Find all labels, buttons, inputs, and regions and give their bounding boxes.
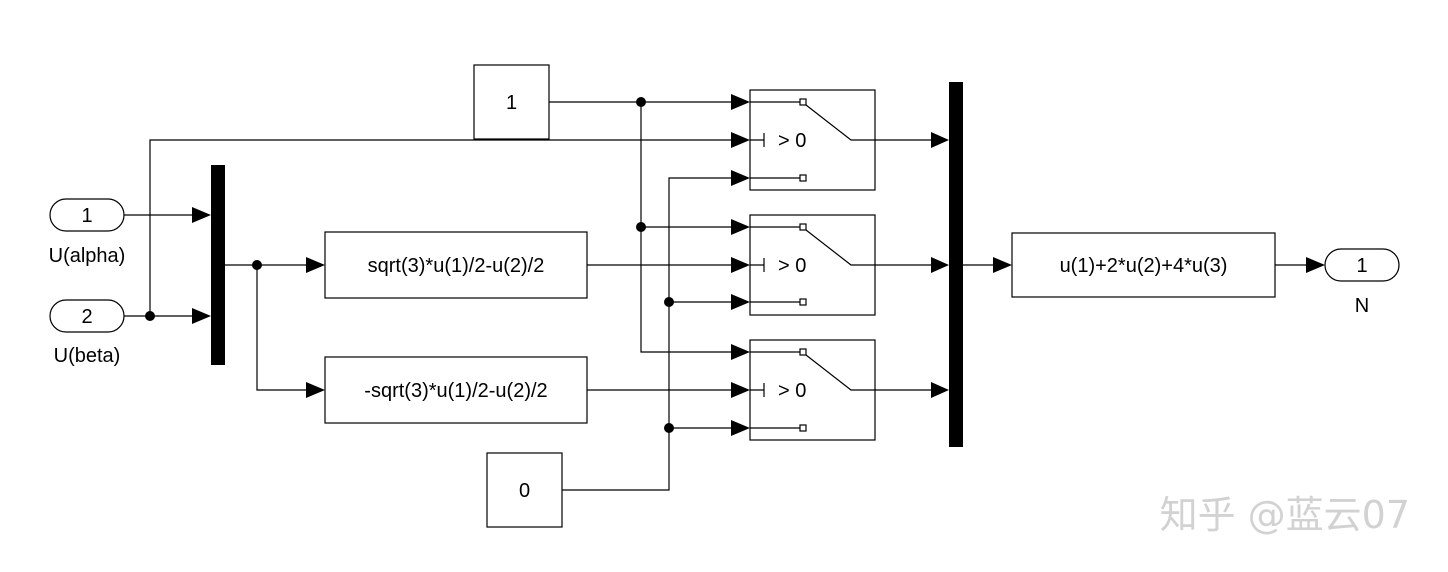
mux-sector-bar[interactable] xyxy=(949,82,963,447)
fcn-phase-b-frame[interactable] xyxy=(324,231,588,299)
switch-3-lever xyxy=(805,354,875,391)
arrow-mux-in2 xyxy=(192,308,211,324)
switch-3-block[interactable]: > 0 xyxy=(749,339,876,441)
fcn-sector-block[interactable]: u(1)+2*u(2)+4*u(3) xyxy=(1011,232,1276,298)
branch-point-ubeta xyxy=(145,311,155,321)
arrow-mux2-in3 xyxy=(931,382,949,398)
switch-1-bottom-contact xyxy=(799,174,807,182)
inport-2[interactable]: 2 U(beta) xyxy=(49,299,125,367)
switch-2-control-lead xyxy=(750,258,765,272)
constant-zero-block[interactable]: 0 xyxy=(486,452,563,528)
switch-1-threshold: > 0 xyxy=(778,130,806,152)
switch-1-top-contact xyxy=(799,98,807,106)
constant-zero-frame[interactable] xyxy=(486,452,563,528)
switch-1-control-lead xyxy=(750,133,765,147)
outport-1-signal-name: N xyxy=(1355,295,1369,317)
signal-lines xyxy=(124,101,1306,491)
constant-one-frame[interactable] xyxy=(473,64,550,140)
arrow-sw1-in1 xyxy=(731,94,750,110)
watermark: 知乎 @蓝云07 xyxy=(1160,493,1410,537)
switch-3-top-contact xyxy=(799,348,807,356)
arrow-sw3-in3 xyxy=(731,420,750,436)
outport-1-number: 1 xyxy=(1356,255,1367,277)
inport-1-signal-name: U(alpha) xyxy=(49,245,126,267)
wire-const1-bus xyxy=(640,102,731,353)
arrow-sw3-in1 xyxy=(731,344,750,360)
constant-one-block[interactable]: 1 xyxy=(473,64,550,140)
fcn-phase-b-block[interactable]: sqrt(3)*u(1)/2-u(2)/2 xyxy=(324,231,588,299)
fcn-phase-c-block[interactable]: -sqrt(3)*u(1)/2-u(2)/2 xyxy=(324,356,588,424)
mux-input-bar[interactable] xyxy=(211,165,225,365)
branch-points xyxy=(145,97,674,433)
arrow-mux2-in1 xyxy=(931,132,949,148)
arrow-mux2-in2 xyxy=(931,257,949,273)
branch-point-const0-b xyxy=(664,423,674,433)
switch-2-bottom-contact xyxy=(799,298,807,306)
fcn-sector-expression: u(1)+2*u(2)+4*u(3) xyxy=(1060,255,1228,277)
switch-3-control-lead xyxy=(750,383,765,397)
inport-1[interactable]: 1 U(alpha) xyxy=(49,198,126,267)
switch-1-block[interactable]: > 0 xyxy=(749,89,876,191)
branch-point-const1-a xyxy=(636,97,646,107)
fcn-phase-c-frame[interactable] xyxy=(324,356,588,424)
switch-3-bottom-contact xyxy=(799,424,807,432)
switch-2-lever xyxy=(805,229,875,266)
fcn-phase-b-expression: sqrt(3)*u(1)/2-u(2)/2 xyxy=(368,255,545,277)
switch-2-threshold: > 0 xyxy=(778,255,806,277)
branch-point-const1-b xyxy=(636,222,646,232)
outport-1-shape[interactable] xyxy=(1324,248,1400,282)
switch-1-lever xyxy=(805,104,875,141)
arrow-sw2-in2 xyxy=(731,257,750,273)
switch-2-block[interactable]: > 0 xyxy=(749,214,876,316)
branch-point-const0-a xyxy=(664,297,674,307)
arrow-sw1-in2 xyxy=(731,132,750,148)
arrow-fcn-c-in xyxy=(306,382,325,398)
fcn-phase-c-expression: -sqrt(3)*u(1)/2-u(2)/2 xyxy=(364,380,547,402)
outport-1[interactable]: 1 N xyxy=(1324,248,1400,317)
switch-3-threshold: > 0 xyxy=(778,380,806,402)
inport-2-signal-name: U(beta) xyxy=(54,345,121,367)
arrow-fcn-sector-in xyxy=(993,257,1012,273)
switch-2-top-contact xyxy=(799,223,807,231)
arrow-fcn-b-in xyxy=(306,257,325,273)
arrow-sw2-in3 xyxy=(731,294,750,310)
arrow-sw3-in2 xyxy=(731,382,750,398)
constant-zero-value: 0 xyxy=(519,480,530,502)
wire-const0-bus xyxy=(562,177,731,491)
wire-mux-to-fcn-c xyxy=(256,265,306,391)
arrow-sw1-in3 xyxy=(731,170,750,186)
inport-1-number: 1 xyxy=(81,205,92,227)
wire-ubeta-to-switch1-control xyxy=(149,139,731,316)
inport-2-shape[interactable] xyxy=(49,299,125,333)
arrow-sw2-in1 xyxy=(731,219,750,235)
inport-1-shape[interactable] xyxy=(49,198,125,232)
arrow-mux-in1 xyxy=(192,207,211,223)
inport-2-number: 2 xyxy=(81,306,92,328)
constant-one-value: 1 xyxy=(506,92,517,114)
branch-point-mux-out xyxy=(252,260,262,270)
arrowheads xyxy=(192,94,1325,436)
arrow-outport-in xyxy=(1306,257,1325,273)
fcn-sector-frame[interactable] xyxy=(1011,232,1276,298)
